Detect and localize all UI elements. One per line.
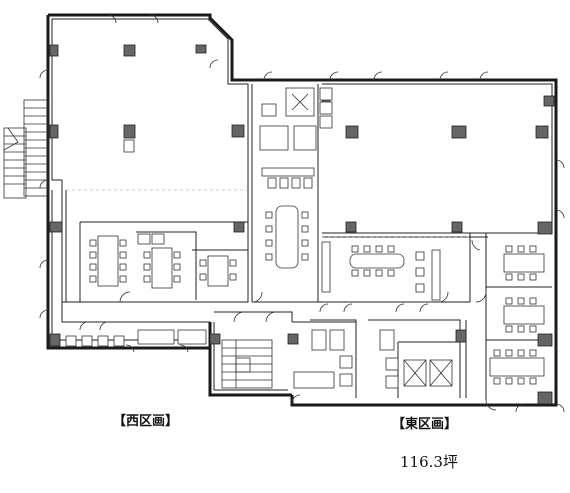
columns <box>49 44 555 405</box>
west-section-label: 【西区画】 <box>113 414 179 429</box>
door-swings <box>39 14 565 413</box>
left-staircase <box>3 99 49 199</box>
east-section-label: 【東区画】 <box>392 417 458 432</box>
outer-walls <box>46 13 558 407</box>
area-label: 116.3坪 <box>400 453 458 471</box>
center-staircase <box>221 339 273 389</box>
west-meeting-tables <box>89 139 237 289</box>
center-furniture <box>259 87 441 301</box>
restrooms <box>293 329 453 389</box>
ceiling-lines <box>66 189 470 238</box>
east-meeting-tables <box>489 245 545 385</box>
corridor-fixtures <box>65 329 207 347</box>
inner-walls <box>51 18 553 400</box>
